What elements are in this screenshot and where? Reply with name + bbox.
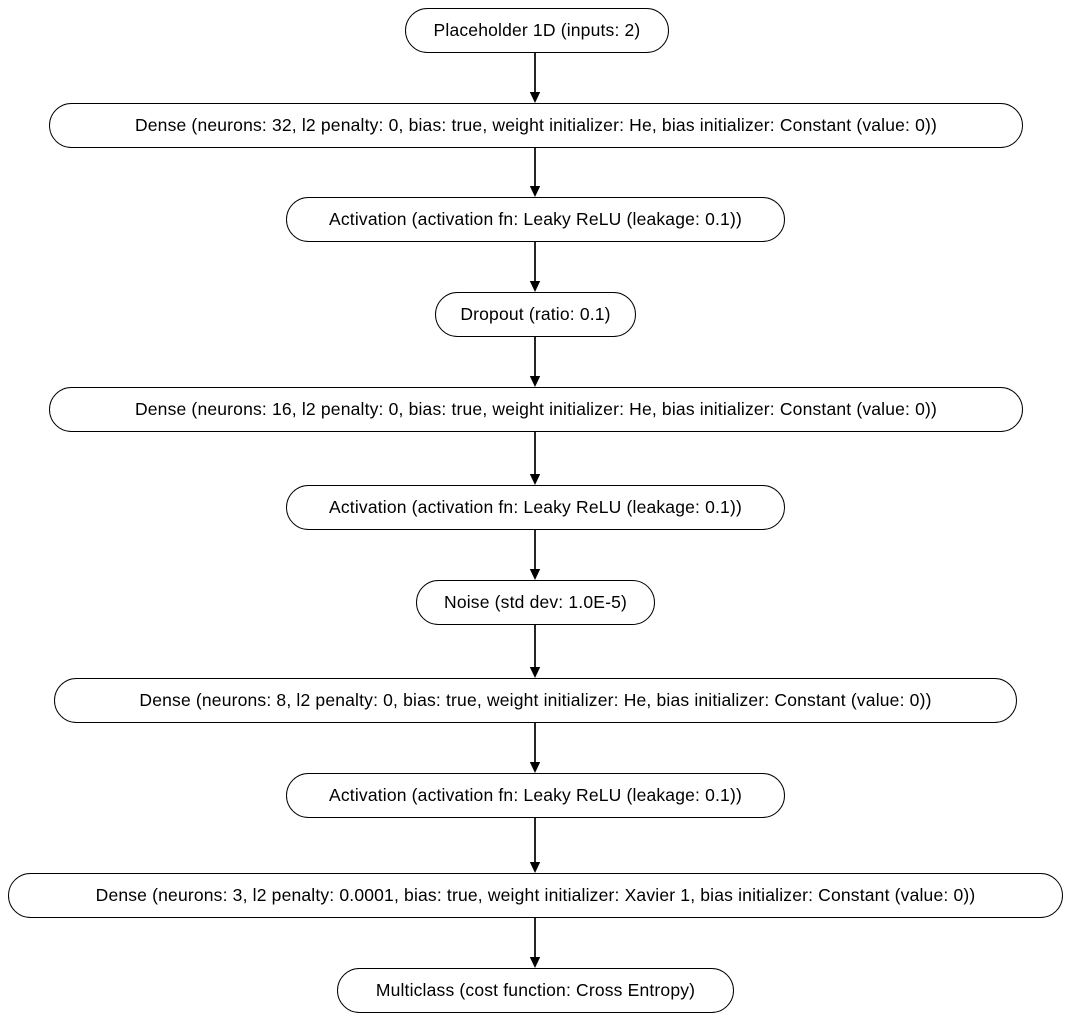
node-dense-16[interactable]: Dense (neurons: 16, l2 penalty: 0, bias:… <box>49 387 1023 432</box>
node-label-activation-3: Activation (activation fn: Leaky ReLU (l… <box>329 784 742 805</box>
node-dense-32[interactable]: Dense (neurons: 32, l2 penalty: 0, bias:… <box>49 103 1023 148</box>
node-activation-1[interactable]: Activation (activation fn: Leaky ReLU (l… <box>286 197 785 242</box>
node-label-placeholder: Placeholder 1D (inputs: 2) <box>433 19 641 40</box>
node-label-noise: Noise (std dev: 1.0E-5) <box>444 591 627 612</box>
node-placeholder[interactable]: Placeholder 1D (inputs: 2) <box>405 8 669 53</box>
node-label-multiclass: Multiclass (cost function: Cross Entropy… <box>375 979 696 1000</box>
node-label-dropout: Dropout (ratio: 0.1) <box>460 303 611 324</box>
node-label-dense-16: Dense (neurons: 16, l2 penalty: 0, bias:… <box>134 398 938 419</box>
node-dense-3[interactable]: Dense (neurons: 3, l2 penalty: 0.0001, b… <box>8 873 1063 918</box>
node-label-dense-8: Dense (neurons: 8, l2 penalty: 0, bias: … <box>139 689 932 710</box>
node-label-activation-2: Activation (activation fn: Leaky ReLU (l… <box>329 496 742 517</box>
node-label-dense-32: Dense (neurons: 32, l2 penalty: 0, bias:… <box>134 114 938 135</box>
node-dropout[interactable]: Dropout (ratio: 0.1) <box>435 292 636 337</box>
node-label-activation-1: Activation (activation fn: Leaky ReLU (l… <box>329 208 742 229</box>
node-activation-2[interactable]: Activation (activation fn: Leaky ReLU (l… <box>286 485 785 530</box>
node-multiclass[interactable]: Multiclass (cost function: Cross Entropy… <box>337 968 734 1013</box>
node-activation-3[interactable]: Activation (activation fn: Leaky ReLU (l… <box>286 773 785 818</box>
node-dense-8[interactable]: Dense (neurons: 8, l2 penalty: 0, bias: … <box>54 678 1017 723</box>
node-label-dense-3: Dense (neurons: 3, l2 penalty: 0.0001, b… <box>95 884 976 905</box>
node-noise[interactable]: Noise (std dev: 1.0E-5) <box>416 580 655 625</box>
